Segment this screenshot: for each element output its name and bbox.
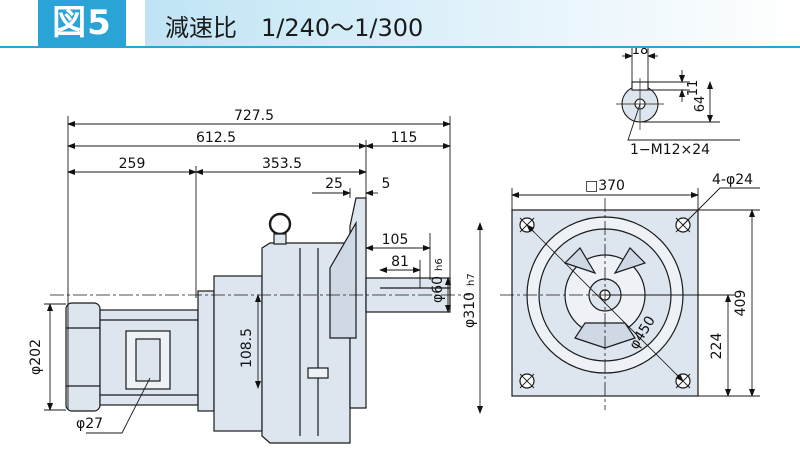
dim-motor-diameter: φ202 bbox=[28, 339, 44, 375]
dim-shaft-length-105: 105 bbox=[382, 232, 409, 248]
side-dimension-labels: 727.5 612.5 115 259 353.5 25 5 105 81 φ6… bbox=[28, 108, 478, 432]
dim-shaft-diameter: φ60 bbox=[430, 276, 446, 303]
dim-shaft-tolerance: h6 bbox=[434, 258, 445, 271]
title-underline bbox=[0, 46, 800, 48]
dim-overall-length: 727.5 bbox=[234, 108, 274, 124]
dimension-drawing: 727.5 612.5 115 259 353.5 25 5 105 81 φ6… bbox=[28, 48, 760, 444]
page-title: 減速比 1/240～1/300 bbox=[165, 14, 424, 42]
dim-body-length: 612.5 bbox=[196, 130, 236, 146]
dim-bolt-holes: 4-φ24 bbox=[712, 172, 753, 188]
heading-band: 減速比 1/240～1/300 bbox=[145, 0, 800, 46]
dim-center-height-side: 108.5 bbox=[239, 328, 255, 368]
dim-tap: 1−M12×24 bbox=[630, 142, 710, 158]
shaft-end-labels: 18 11 64 1−M12×24 bbox=[630, 48, 710, 158]
figure-badge: 図5 bbox=[38, 0, 126, 46]
dim-key-length-81: 81 bbox=[391, 254, 409, 270]
dim-height-center: 224 bbox=[709, 333, 725, 360]
shaft-end-dimensions bbox=[622, 48, 740, 141]
dim-shaft-protrusion: 115 bbox=[391, 130, 418, 146]
dim-key-width: 18 bbox=[632, 48, 649, 58]
dim-key-depth: 11 bbox=[686, 80, 701, 97]
front-view bbox=[500, 198, 710, 410]
side-dimensions bbox=[44, 116, 483, 434]
dim-spigot-tolerance: h7 bbox=[466, 273, 477, 286]
dim-gear-length: 353.5 bbox=[262, 156, 302, 172]
front-dimensions bbox=[511, 187, 760, 397]
dim-motor-length: 259 bbox=[119, 156, 146, 172]
side-view bbox=[50, 197, 470, 444]
title-bar: 図5 減速比 1/240～1/300 bbox=[0, 0, 800, 48]
dim-flange-offset: 25 bbox=[325, 176, 343, 192]
dim-height-total: 409 bbox=[733, 290, 749, 317]
dim-shaft-height: 64 bbox=[693, 96, 708, 113]
dim-spigot-diameter: φ310 bbox=[462, 292, 478, 328]
dim-flange-square: □370 bbox=[585, 178, 625, 194]
dim-lifting-eye-diameter: φ27 bbox=[76, 416, 103, 432]
dim-flange-thickness: 5 bbox=[382, 176, 391, 192]
